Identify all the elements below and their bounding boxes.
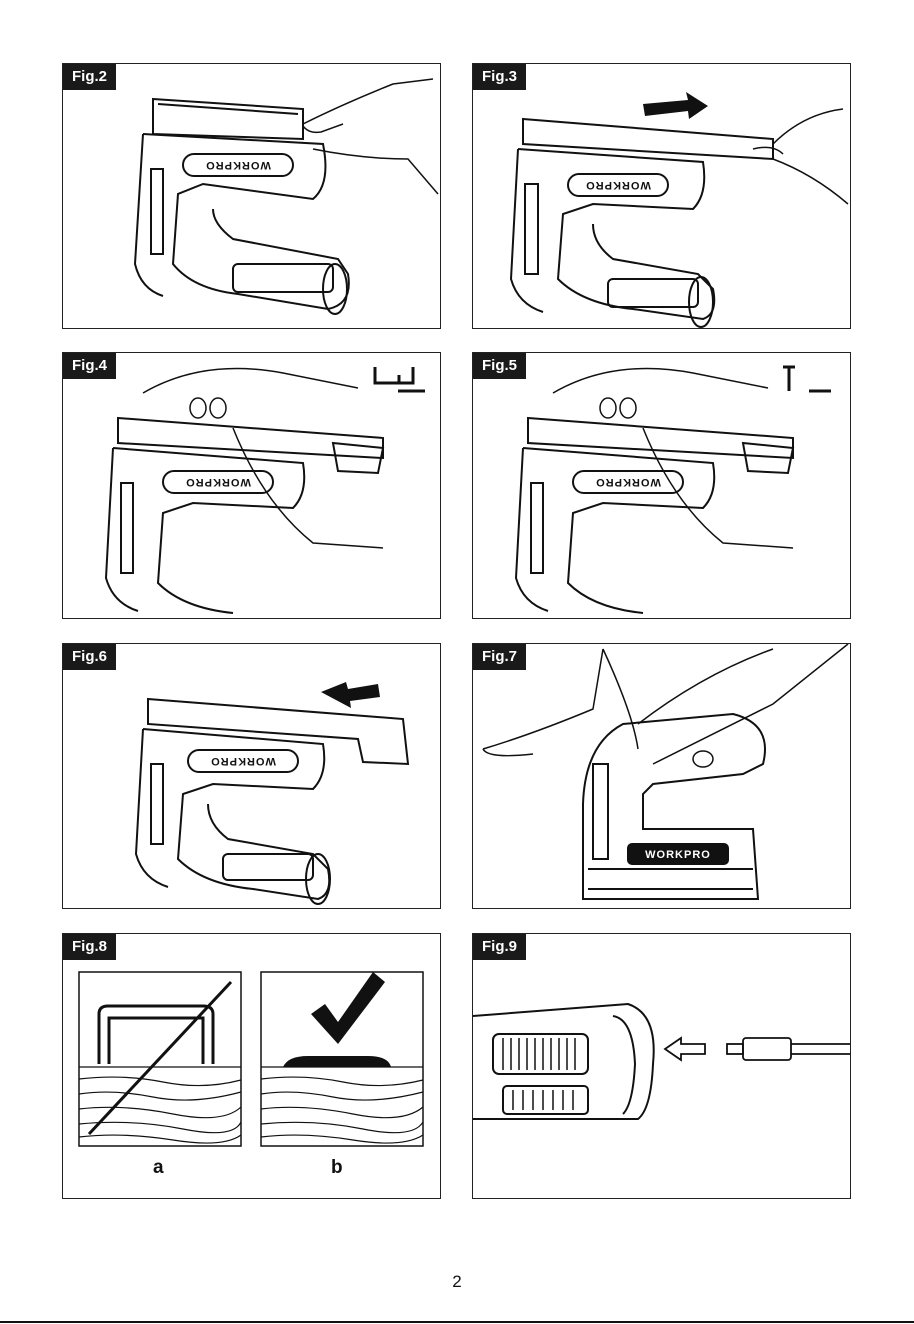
staple-icon	[375, 367, 425, 391]
figure-3: Fig.3 WORKPRO	[472, 63, 851, 329]
figure-5: Fig.5 WORKPRO	[472, 352, 851, 619]
hand-icon	[303, 79, 438, 194]
stapler-tool-icon	[473, 934, 851, 1199]
figure-6: Fig.6 WORKPRO	[62, 643, 441, 909]
bottom-rule	[0, 1321, 914, 1323]
figure-8: Fig.8 a b	[62, 933, 441, 1199]
figure-label: Fig.3	[473, 64, 526, 90]
staple-icon	[99, 1006, 213, 1064]
figure-label: Fig.5	[473, 353, 526, 379]
check-mark-icon	[311, 972, 385, 1044]
hand-icon	[753, 109, 848, 204]
figure-label: Fig.8	[63, 934, 116, 960]
figure-2: Fig.2 WORKPRO	[62, 63, 441, 329]
sub-label-a: a	[153, 1157, 164, 1179]
brand-logo-text: WORKPRO	[185, 476, 251, 488]
outline-arrow-left-icon	[665, 1038, 705, 1060]
wood-grain-left	[79, 1067, 241, 1143]
figure-label: Fig.2	[63, 64, 116, 90]
usb-cable-icon	[727, 1038, 851, 1060]
flush-staple	[283, 1056, 391, 1067]
stapler-tool-icon: WORKPRO	[473, 644, 851, 909]
figure-label: Fig.4	[63, 353, 116, 379]
staple-comparison-diagram	[63, 934, 441, 1199]
brand-logo-text: WORKPRO	[645, 849, 711, 861]
brad-nail-icon	[783, 367, 831, 391]
figure-label: Fig.6	[63, 644, 116, 670]
figure-4: Fig.4 WORKPRO	[62, 352, 441, 619]
figure-label: Fig.7	[473, 644, 526, 670]
figure-7: Fig.7 WORKPRO	[472, 643, 851, 909]
page-number: 2	[0, 1272, 914, 1292]
stapler-tool-icon: WORKPRO	[63, 64, 441, 329]
hand-icon	[553, 369, 793, 549]
brand-logo-text: WORKPRO	[585, 179, 651, 191]
brand-logo-text: WORKPRO	[205, 159, 271, 171]
sub-label-b: b	[331, 1157, 343, 1179]
wood-grain-right	[261, 1067, 423, 1143]
brand-logo-text: WORKPRO	[210, 755, 276, 767]
figure-9: Fig.9	[472, 933, 851, 1199]
brand-logo-text: WORKPRO	[595, 476, 661, 488]
stapler-tool-icon: WORKPRO	[63, 353, 441, 619]
stapler-tool-icon: WORKPRO	[473, 353, 851, 619]
stapler-tool-icon: WORKPRO	[473, 64, 851, 329]
figure-label: Fig.9	[473, 934, 526, 960]
hand-icon	[143, 369, 383, 549]
stapler-tool-icon: WORKPRO	[63, 644, 441, 909]
arrow-left-icon	[321, 682, 380, 708]
hand-icon	[483, 644, 848, 767]
arrow-right-icon	[643, 92, 708, 119]
